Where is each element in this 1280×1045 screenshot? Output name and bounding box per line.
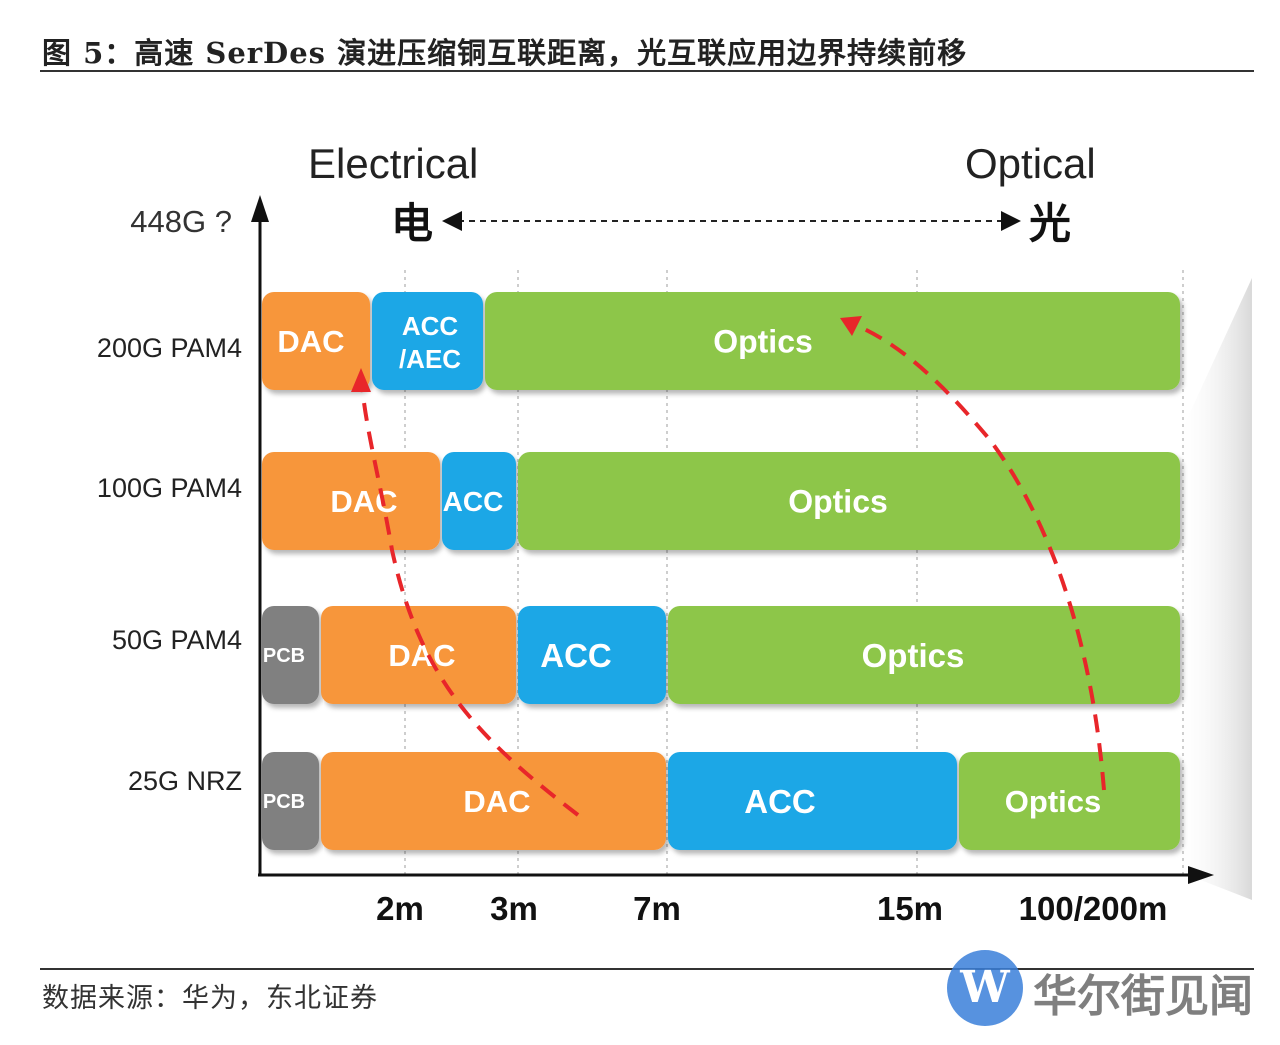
right-shade: [1175, 278, 1252, 900]
segment-dac: [262, 292, 370, 390]
x-tick-label: 3m: [490, 890, 538, 927]
segment-label: DAC: [277, 324, 344, 359]
evolution-arrow-left: [351, 368, 580, 817]
segment-dac: [321, 606, 516, 704]
figure-source: 数据来源：华为，东北证券: [42, 983, 378, 1014]
row-label: 200G PAM4: [97, 333, 242, 363]
row-label: 50G PAM4: [112, 625, 242, 655]
segment-label: Optics: [788, 484, 888, 520]
segment-dac: [321, 752, 666, 850]
header-electrical: Electrical: [308, 140, 478, 187]
row-label: 25G NRZ: [128, 766, 242, 796]
watermark-logo-icon: [947, 950, 1023, 1026]
arrow-label-electrical: 电: [391, 200, 433, 247]
x-axis-arrowhead: [1188, 866, 1214, 884]
source-rule: [40, 968, 1254, 970]
segment-dac: [262, 452, 440, 550]
x-tick-label: 2m: [376, 890, 424, 927]
axes: [251, 195, 1214, 884]
segment-label: Optics: [1005, 784, 1101, 819]
title-rule: [40, 70, 1254, 72]
segment-acc: [518, 606, 666, 704]
arrowhead: [840, 316, 862, 336]
segment-label: ACC: [540, 637, 612, 674]
figure-title: 图 5：高速 SerDes 演进压缩铜互联距离，光互联应用边界持续前移: [42, 36, 968, 70]
watermark-text: 华尔街见闻: [1033, 971, 1253, 1022]
segment-label: ACC: [402, 311, 459, 341]
segment-label: DAC: [330, 484, 397, 519]
segment-label: Optics: [713, 324, 813, 360]
arrowhead: [351, 368, 371, 392]
watermark: W 华尔街见闻: [947, 950, 1277, 1030]
segment-label: ACC: [443, 486, 504, 517]
segment-label: PCB: [263, 645, 305, 667]
segment-optics: [485, 292, 1180, 390]
header-optical: Optical: [965, 140, 1096, 187]
x-tick-label: 7m: [633, 890, 681, 927]
row-label: 100G PAM4: [97, 473, 242, 503]
segment-label: DAC: [463, 784, 530, 819]
segment-pcb: [262, 752, 319, 850]
row-25g-nrz: 25G NRZ PCB DAC ACC Optics: [128, 752, 1180, 850]
y-top-label: 448G ?: [130, 204, 232, 239]
segment-acc: [668, 752, 957, 850]
x-tick-label: 15m: [877, 890, 943, 927]
segment-acc: [372, 292, 483, 390]
x-tick-label: 100/200m: [1019, 890, 1168, 927]
segment-label: Optics: [862, 637, 965, 674]
segment-label: PCB: [263, 791, 305, 813]
y-axis-arrowhead: [251, 195, 269, 222]
segment-optics: [959, 752, 1180, 850]
arrow-label-optical: 光: [1029, 200, 1071, 247]
segment-label: ACC: [744, 783, 816, 820]
watermark-mark: W: [960, 962, 1010, 1013]
evolution-arrow-right: [840, 316, 1106, 791]
segment-label-line2: /AEC: [399, 344, 461, 374]
row-200g-pam4: 200G PAM4 DAC ACC/AEC Optics: [97, 292, 1180, 390]
segment-acc: [442, 452, 516, 550]
segment-optics: [668, 606, 1180, 704]
electrical-optical-arrow: [442, 211, 1021, 231]
segment-pcb: [262, 606, 319, 704]
